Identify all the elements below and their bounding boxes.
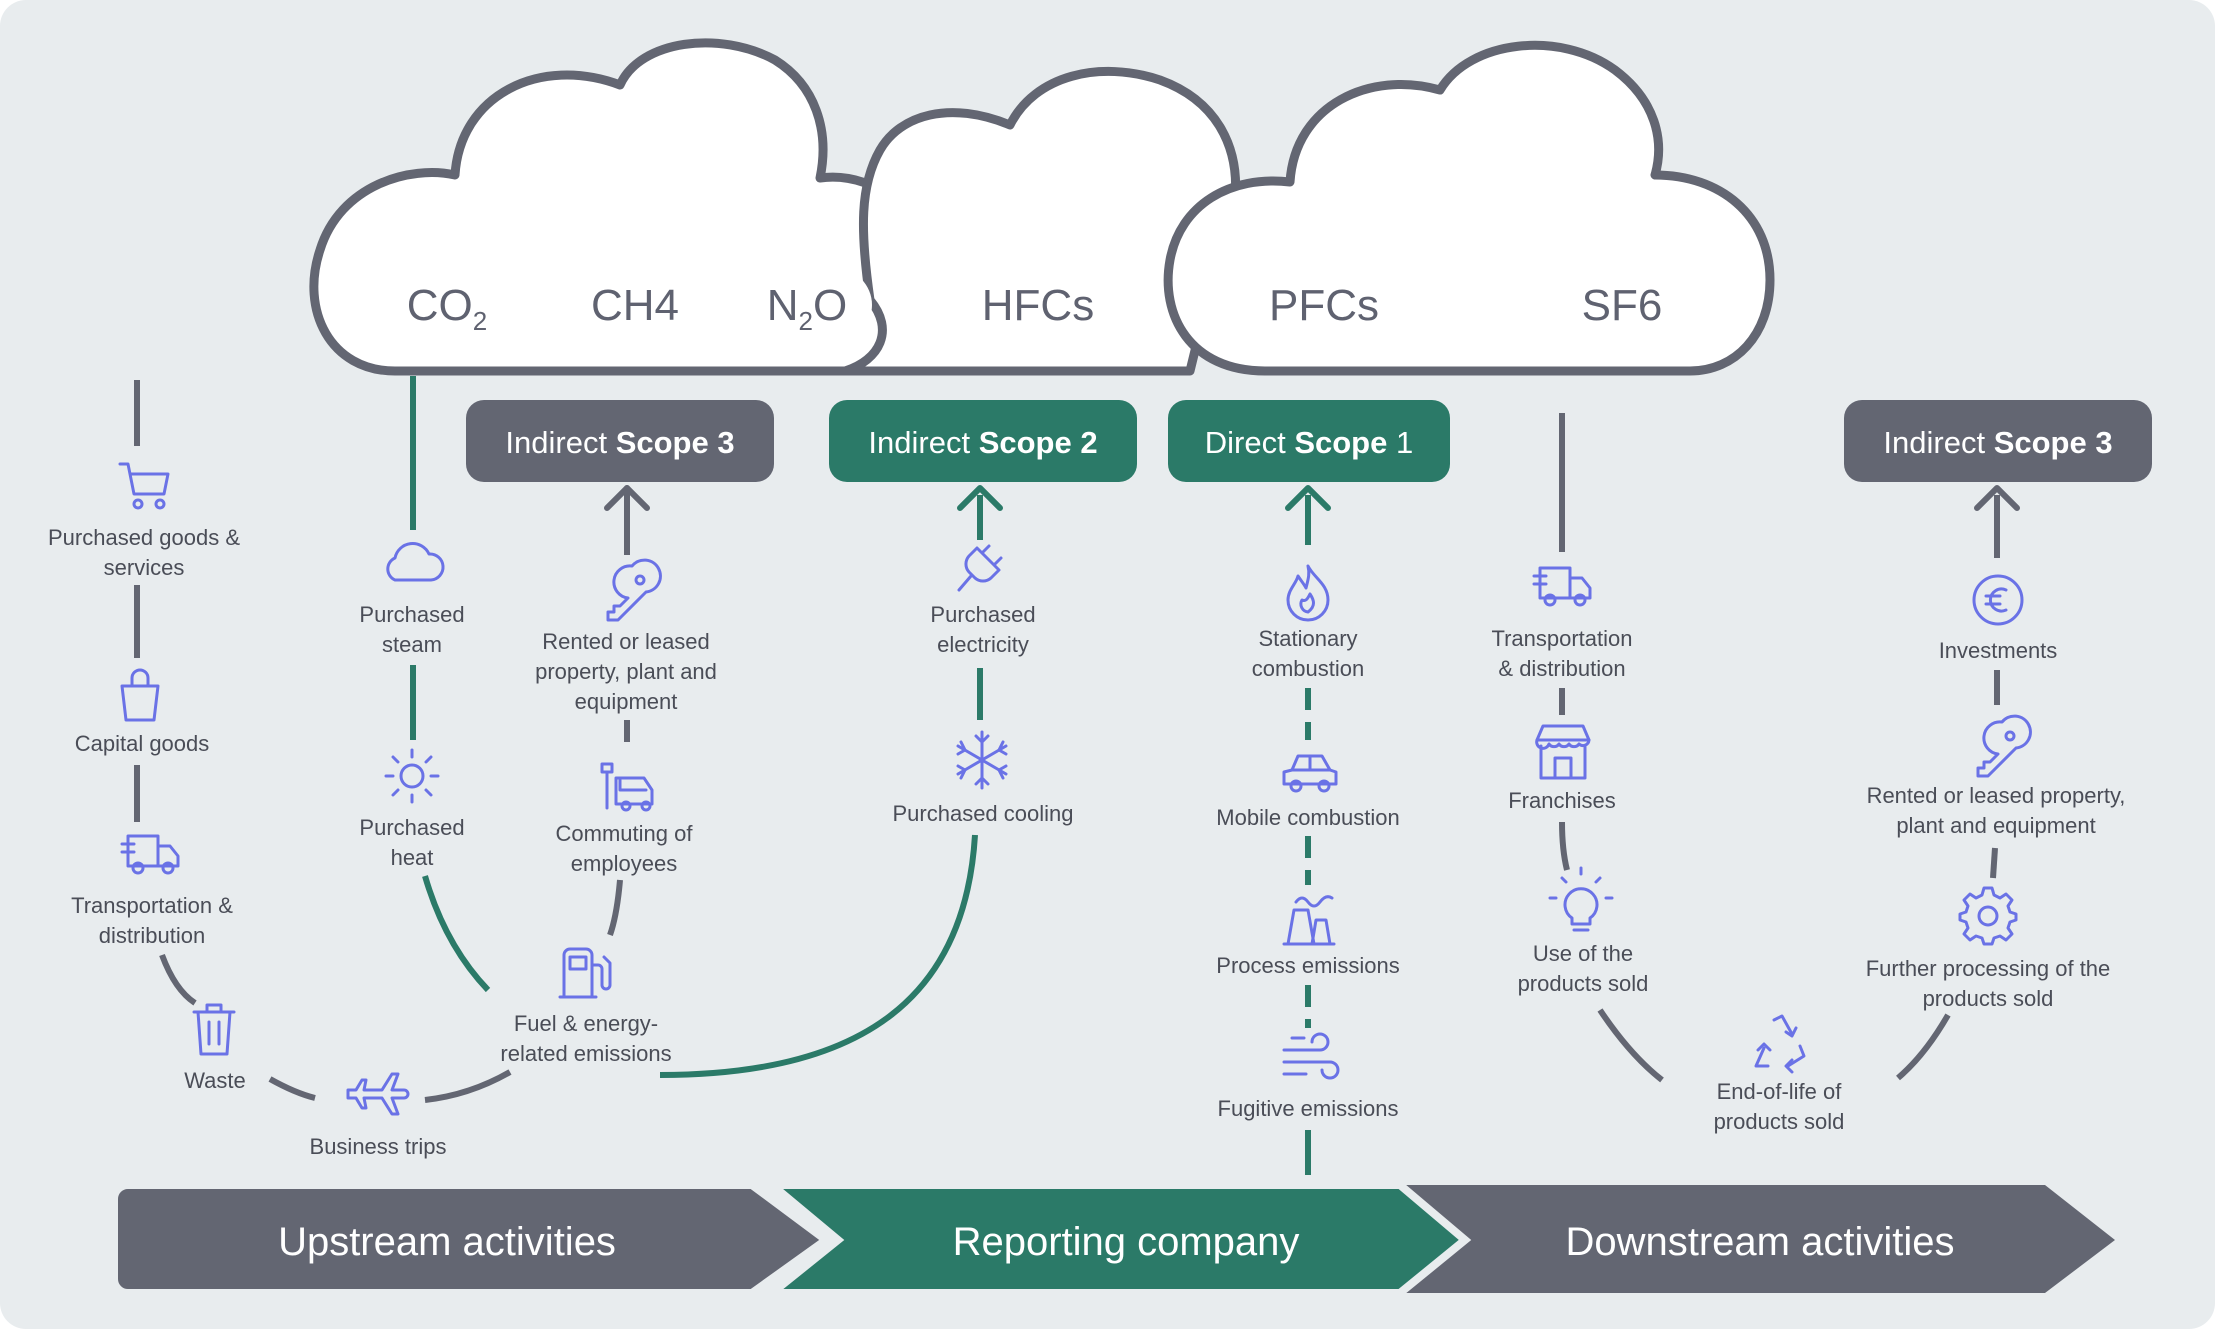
sun-icon [384,748,440,804]
svg-text:Indirect Scope 3: Indirect Scope 3 [1883,425,2112,460]
band-reporting [760,1181,1472,1297]
label-waste: Waste [184,1068,246,1093]
snowflake-icon [956,730,1008,790]
fuel-pump-icon [558,947,612,999]
gas-pill-hfcs [958,268,1118,342]
car-icon [1282,754,1338,793]
band-reporting-label: Reporting company [953,1220,1300,1264]
gear-icon [1958,886,2018,946]
label-capital-goods: Capital goods [75,731,210,756]
gas-n2o: N2O [767,281,847,336]
labels: Purchased goods &services Capital goods … [48,525,2125,1159]
recycle-icon [1754,1014,1806,1074]
airplane-icon [346,1072,410,1116]
arrow-up-scope1 [1285,485,1331,511]
scope-right-scope3: Indirect Scope 3 [1844,400,2152,482]
scope-scope2: Indirect Scope 2 [829,400,1137,482]
connector-cooling-curve [659,834,978,1078]
label-fugitive-emissions: Fugitive emissions [1218,1096,1399,1121]
gas-pill-ch4 [565,268,705,342]
band-upstream [110,1181,833,1297]
band-upstream-label: Upstream activities [278,1220,616,1264]
label-transportation-upstream: Transportation &distribution [71,893,233,948]
label-mobile-combustion: Mobile combustion [1216,805,1399,830]
activity-bands: Upstream activities Reporting company Do… [110,1181,2115,1297]
factory-icon [1282,895,1336,946]
wind-icon [1282,1032,1340,1080]
label-investments: Investments [1939,638,2058,663]
bag-icon [120,668,160,722]
ev-charger-icon [600,762,654,812]
label-purchased-goods: Purchased goods &services [48,525,240,580]
connector-franchise-use [1559,821,1570,871]
euro-icon [1972,574,2024,626]
svg-text:Indirect Scope 3: Indirect Scope 3 [505,425,734,460]
arrowheads [604,485,2020,511]
trash-icon [192,1003,236,1056]
key-icon [1976,714,2032,778]
arrow-up-scope2 [957,485,1003,511]
lightbulb-icon [1548,866,1614,932]
connector-rented-further [1990,847,1998,879]
gas-pill-sf6 [1558,268,1686,342]
gas-pill-pfcs [1247,268,1402,342]
connectors [134,376,2000,1175]
connector-upstream-6 [424,1069,512,1103]
connector-upstream-5 [268,1076,316,1101]
cloud-icon [386,542,445,582]
cart-icon [118,462,170,510]
icons [118,462,2032,1116]
connector-commuting-fuel [607,879,623,936]
label-purchased-cooling: Purchased cooling [892,801,1073,826]
gas-hfcs: HFCs [982,281,1094,330]
gas-sf6: SF6 [1582,281,1663,330]
svg-text:Direct Scope 1: Direct Scope 1 [1205,425,1413,460]
band-downstream-label: Downstream activities [1565,1220,1954,1264]
connector-further-endoflife [1896,1013,1951,1081]
label-fuel-energy: Fuel & energy-related emissions [500,1011,671,1066]
gas-ch4: CH4 [591,281,679,330]
arrow-up-right-scope3 [1974,485,2020,511]
key-icon [606,558,662,622]
label-process-emissions: Process emissions [1216,953,1399,978]
gas-co2: CO2 [407,281,487,336]
connector-upstream-4 [159,953,197,1006]
flame-icon [1286,564,1330,622]
truck-icon [1532,566,1592,607]
label-franchises: Franchises [1508,788,1616,813]
label-transportation-downstream: Transportation& distribution [1491,626,1632,681]
truck-icon [120,834,180,875]
scope-left-scope3: Indirect Scope 3 [466,400,774,482]
gas-pill-co2 [382,268,512,342]
connector-use-endoflife [1597,1008,1664,1083]
scope-scope1: Direct Scope 1 [1168,400,1450,482]
gas-pills: CO2 CH4 N2O HFCs PFCs SF6 [382,268,1686,342]
band-downstream [1400,1185,2115,1293]
label-rented-downstream: Rented or leased property,plant and equi… [1867,783,2126,838]
plug-icon [957,544,1003,592]
label-business-trips: Business trips [310,1134,447,1159]
gas-pfcs: PFCs [1269,281,1379,330]
store-icon [1535,724,1591,780]
gas-pill-n2o [742,268,872,342]
connector-heat-curve [422,875,491,993]
svg-text:Indirect Scope 2: Indirect Scope 2 [868,425,1097,460]
